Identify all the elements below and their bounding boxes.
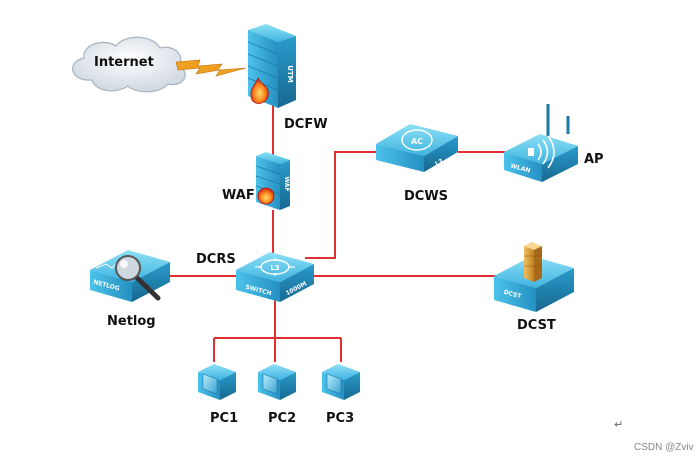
dcws-device-text-ac: AC bbox=[411, 137, 423, 146]
dcst-device-text: DCST bbox=[503, 289, 523, 301]
pc2-device bbox=[258, 364, 296, 400]
dcrs-switch-device: L3 SWITCH 1000M bbox=[236, 252, 314, 302]
links bbox=[160, 105, 505, 362]
dcfw-device-text: UTM bbox=[286, 65, 294, 82]
paragraph-mark: ↵ bbox=[614, 418, 624, 431]
waf-label: WAF bbox=[222, 188, 255, 203]
fire-icon bbox=[257, 187, 275, 205]
magnifier-icon bbox=[115, 255, 161, 301]
pc3-device bbox=[322, 364, 360, 400]
waf-device-text: WAF bbox=[283, 176, 290, 191]
link-dcrs-dcws bbox=[305, 151, 378, 259]
ap-device-text: WLAN bbox=[510, 163, 531, 175]
dcst-device: DCST bbox=[494, 242, 574, 312]
dcst-label: DCST bbox=[517, 318, 556, 333]
dcrs-label: DCRS bbox=[196, 252, 236, 267]
stack-icon bbox=[524, 242, 542, 282]
pc1-device bbox=[198, 364, 236, 400]
wifi-icon bbox=[528, 135, 555, 169]
dcfw-label: DCFW bbox=[284, 117, 328, 132]
netlog-device: NETLOG bbox=[90, 250, 170, 302]
lightning-icon bbox=[175, 59, 247, 77]
internet-cloud bbox=[72, 36, 247, 93]
pc3-label: PC3 bbox=[326, 411, 355, 426]
dcws-ac-device: AC L3 bbox=[376, 124, 458, 172]
dcrs-device-text-l3: L3 bbox=[270, 264, 279, 272]
pc1-label: PC1 bbox=[210, 411, 239, 426]
dcws-device-text-l3: L3 bbox=[434, 158, 444, 168]
ap-device: WLAN bbox=[504, 104, 578, 182]
pc2-label: PC2 bbox=[268, 411, 297, 426]
ap-label: AP bbox=[584, 152, 604, 167]
netlog-label: Netlog bbox=[107, 314, 156, 329]
dcfw-firewall-device: UTM bbox=[247, 24, 296, 108]
internet-label: Internet bbox=[94, 55, 154, 70]
waf-device: WAF bbox=[255, 152, 290, 210]
dcws-label: DCWS bbox=[404, 189, 449, 204]
watermark: CSDN @Zviv bbox=[634, 442, 694, 453]
fire-icon bbox=[250, 76, 269, 104]
